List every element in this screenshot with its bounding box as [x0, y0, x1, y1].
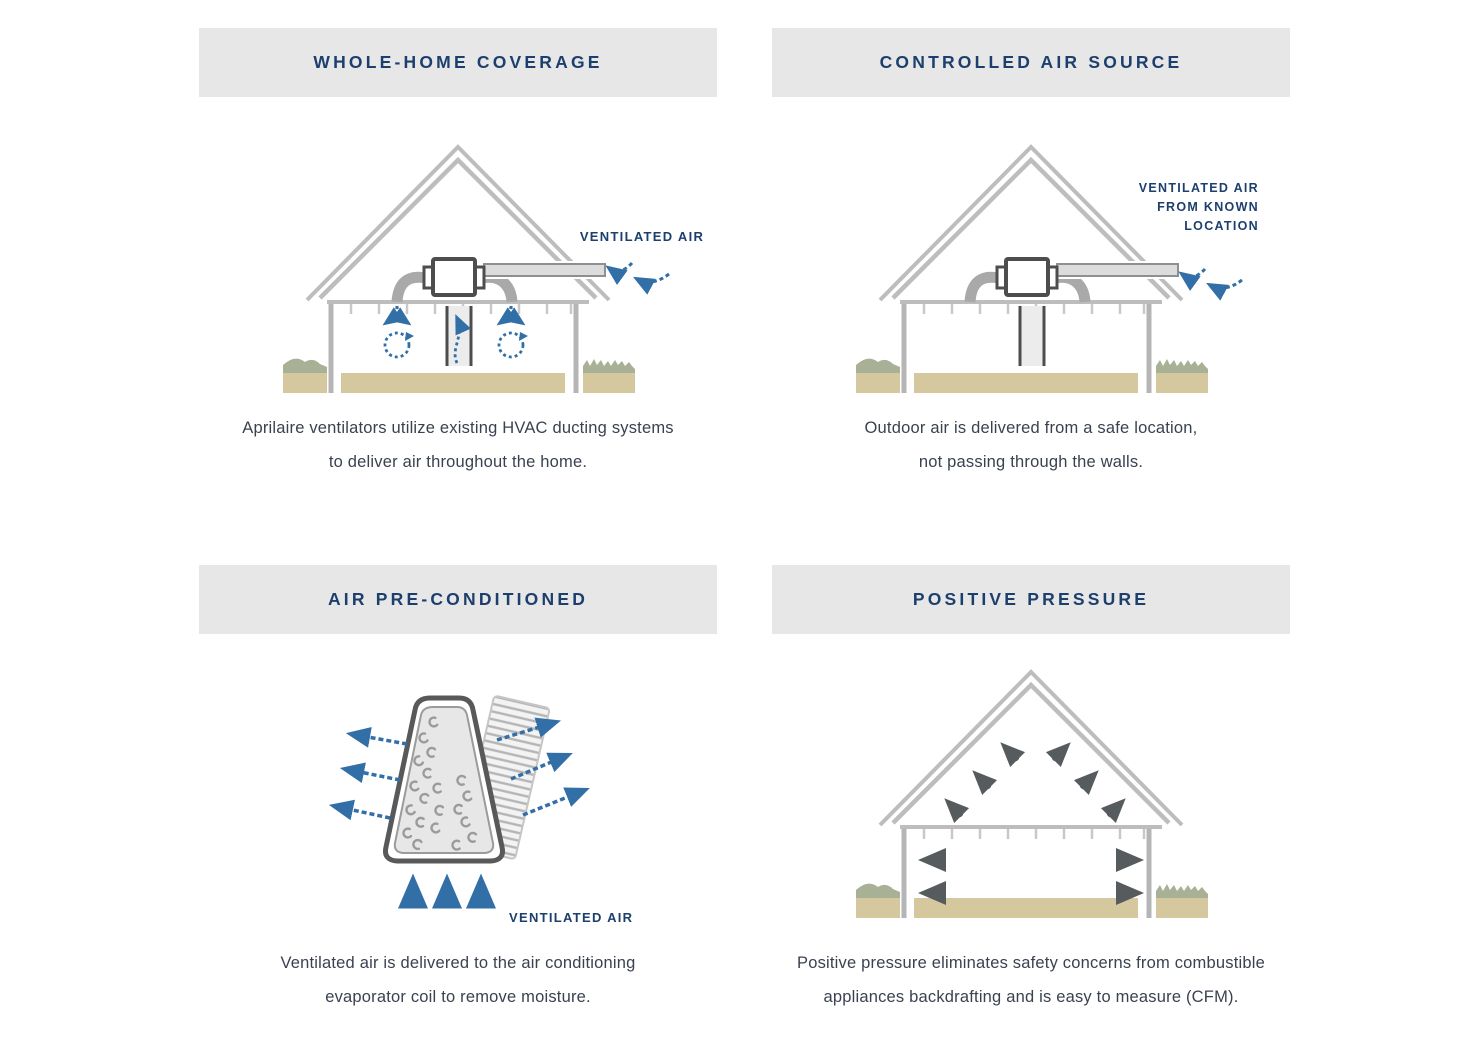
- incoming-air-arrows-icon: [609, 263, 669, 282]
- panel-whole-home-coverage: WHOLE-HOME COVERAGE VENTIL: [199, 28, 717, 479]
- interior-airflow-arrows-icon: [382, 305, 526, 364]
- house-airflow-illustration: VENTILATED AIR: [199, 135, 704, 405]
- incoming-air-arrows-icon: [1182, 269, 1242, 288]
- outflow-air-arrows-right-icon: [496, 717, 590, 817]
- caption-line: to deliver air throughout the home.: [328, 453, 588, 471]
- caption-line: appliances backdrafting and is easy to m…: [823, 988, 1239, 1006]
- caption-line: Positive pressure eliminates safety conc…: [797, 954, 1265, 972]
- caption-line: evaporator coil to remove moisture.: [325, 988, 591, 1006]
- ventilated-air-from-known-location-label: VENTILATED AIR FROM KNOWN LOCATION: [1139, 181, 1259, 233]
- supply-duct-icon: [444, 304, 474, 368]
- panel-caption: Aprilaire ventilators utilize existing H…: [199, 411, 717, 479]
- attic-pressure-arrows-icon: [944, 742, 1126, 824]
- house-icon: [856, 672, 1208, 918]
- panel-caption: Ventilated air is delivered to the air c…: [199, 946, 717, 1014]
- caption-line: Aprilaire ventilators utilize existing H…: [242, 419, 674, 437]
- ventilated-air-label: VENTILATED AIR: [509, 910, 633, 925]
- controlled-air-diagram: VENTILATED AIR FROM KNOWN LOCATION: [772, 135, 1290, 405]
- caption-line: Ventilated air is delivered to the air c…: [280, 954, 636, 972]
- panel-title: AIR PRE-CONDITIONED: [327, 589, 589, 609]
- evaporator-coil-diagram: VENTILATED AIR: [199, 660, 717, 930]
- panel-header: AIR PRE-CONDITIONED: [199, 565, 717, 634]
- ventilated-air-label: VENTILATED AIR: [580, 229, 704, 244]
- panel-title: WHOLE-HOME COVERAGE: [313, 52, 603, 72]
- evaporator-coil-illustration: VENTILATED AIR: [328, 695, 633, 925]
- intake-air-arrows-icon: [398, 873, 496, 909]
- caption-line: not passing through the walls.: [918, 453, 1144, 471]
- positive-pressure-diagram: [772, 660, 1290, 930]
- outflow-air-arrows-left-icon: [328, 727, 408, 821]
- svg-text:LOCATION: LOCATION: [1184, 219, 1259, 233]
- caption-line: Outdoor air is delivered from a safe loc…: [864, 419, 1198, 437]
- panel-positive-pressure: POSITIVE PRESSURE: [772, 565, 1290, 1014]
- panel-controlled-air-source: CONTROLLED AIR SOURCE VENTILATED AIR FRO…: [772, 28, 1290, 479]
- svg-text:VENTILATED AIR: VENTILATED AIR: [1139, 181, 1259, 195]
- panel-caption: Positive pressure eliminates safety conc…: [772, 946, 1290, 1014]
- circulation-arrowhead-icon: [519, 332, 528, 341]
- supply-duct-icon: [1017, 304, 1047, 368]
- panel-header: WHOLE-HOME COVERAGE: [199, 28, 717, 97]
- wall-pressure-arrows-icon: [918, 848, 1144, 905]
- panel-air-pre-conditioned: AIR PRE-CONDITIONED: [199, 565, 717, 1014]
- svg-text:FROM KNOWN: FROM KNOWN: [1157, 200, 1259, 214]
- panel-header: CONTROLLED AIR SOURCE: [772, 28, 1290, 97]
- panel-header: POSITIVE PRESSURE: [772, 565, 1290, 634]
- whole-home-diagram: VENTILATED AIR: [199, 135, 717, 405]
- panel-caption: Outdoor air is delivered from a safe loc…: [772, 411, 1290, 479]
- panel-title: CONTROLLED AIR SOURCE: [879, 52, 1183, 72]
- coil-face-icon: [393, 706, 495, 854]
- circulation-arrowhead-icon: [405, 332, 414, 341]
- panel-title: POSITIVE PRESSURE: [912, 589, 1150, 609]
- house-air-source-illustration: VENTILATED AIR FROM KNOWN LOCATION: [772, 135, 1259, 405]
- house-pressure-illustration: [772, 660, 1290, 930]
